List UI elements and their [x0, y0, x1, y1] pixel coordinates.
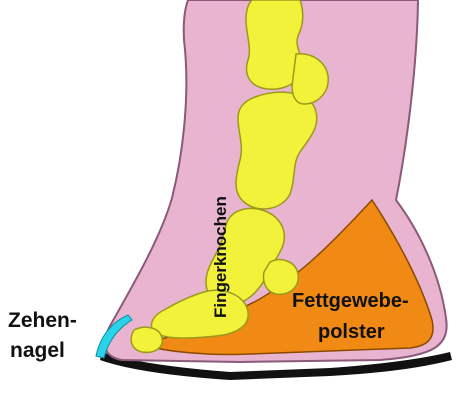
label-bones: Fingerknochen: [211, 196, 230, 318]
label-toenail-line1: Zehen-: [8, 309, 77, 332]
bone-tip: [131, 327, 162, 352]
label-toenail-line2: nagel: [10, 339, 65, 362]
label-fat-pad-line2: polster: [318, 321, 385, 343]
label-fat-pad-line1: Fettgewebe-: [292, 290, 409, 312]
